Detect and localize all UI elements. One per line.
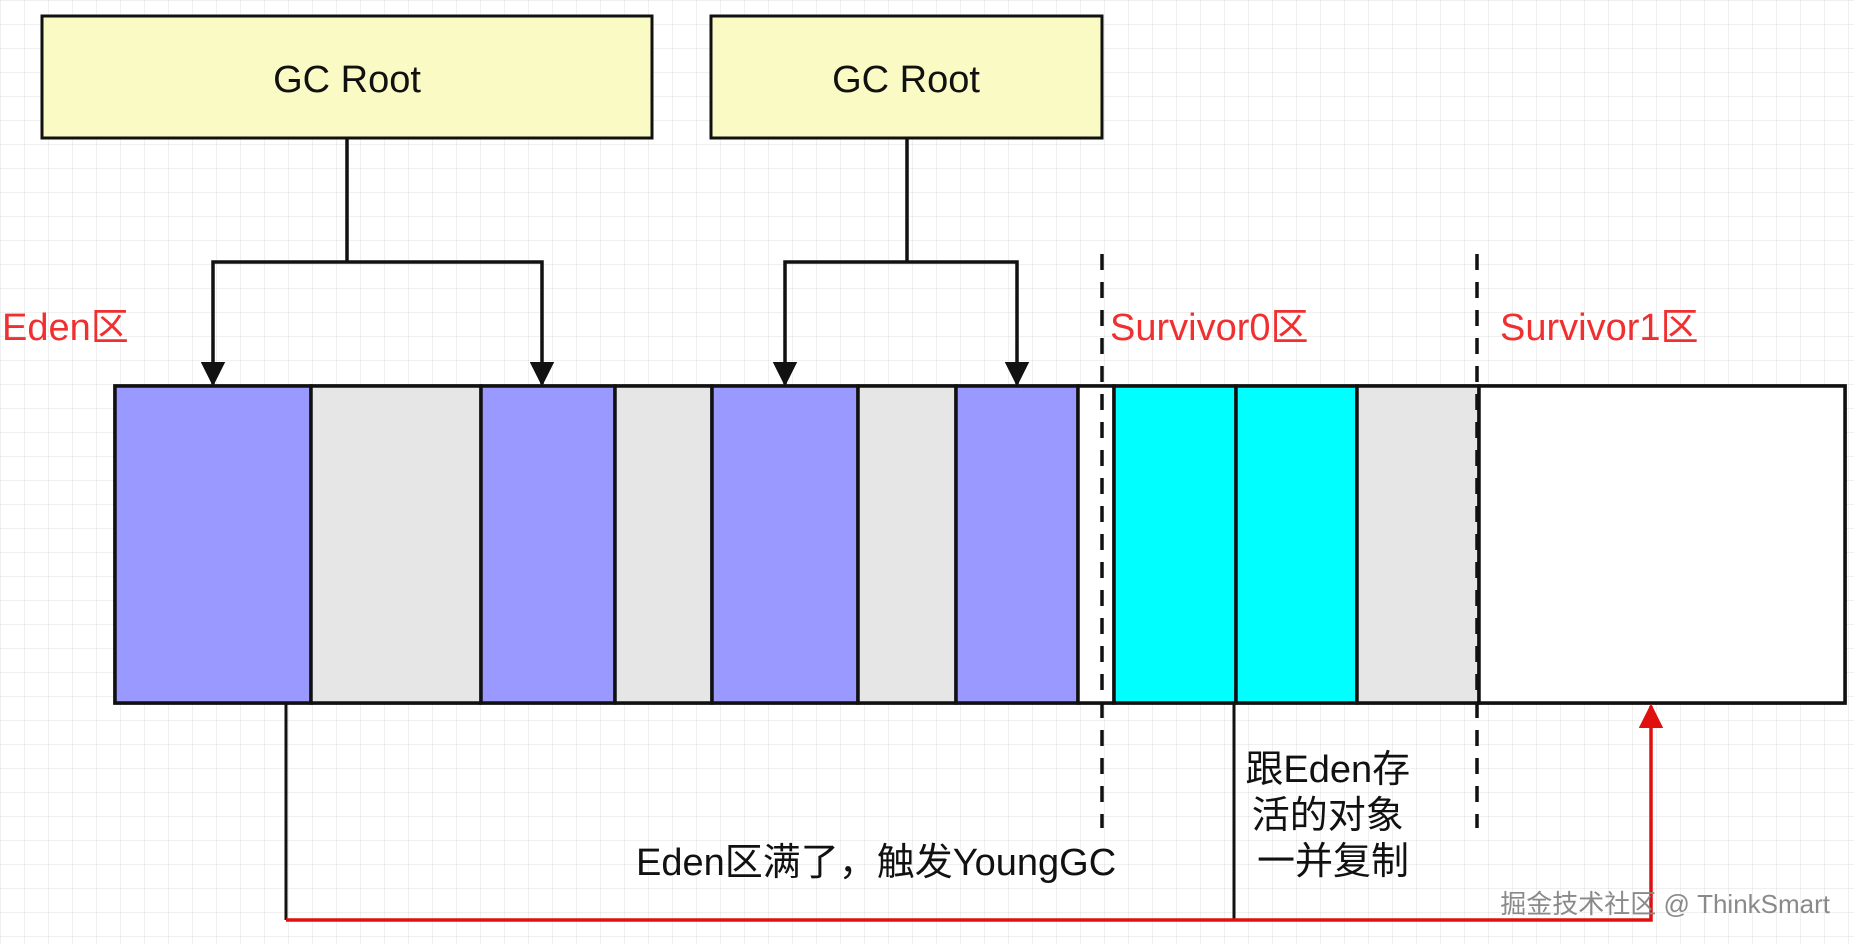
eden-region (113, 384, 1116, 705)
gc-root-label-1: GC Root (273, 59, 421, 101)
watermark: 掘金技术社区 @ ThinkSmart (1500, 889, 1831, 919)
region-separators (1100, 254, 1479, 828)
gc-root-box-2: GC Root (709, 14, 1104, 140)
copy-note-line-3: 一并复制 (1257, 841, 1409, 883)
survivor0-dead-object (1355, 384, 1481, 705)
eden-region-label: Eden区 (2, 307, 129, 349)
gc-root-label-2: GC Root (832, 59, 980, 101)
survivor1-region-label: Survivor1区 (1500, 307, 1699, 349)
eden-live-object (479, 384, 617, 705)
copy-note: 跟Eden存 活的对象 一并复制 (1245, 749, 1420, 883)
eden-free-space (1076, 384, 1116, 705)
survivor0-region (1112, 384, 1481, 705)
copy-note-line-2: 活的对象 (1252, 795, 1404, 837)
reference-arrow (347, 260, 555, 387)
reference-arrow (907, 260, 1030, 387)
gc-root-1-references (200, 138, 555, 387)
reference-arrow (200, 260, 347, 387)
eden-live-object (710, 384, 860, 705)
copy-note-line-1: 跟Eden存 (1245, 749, 1410, 791)
survivor0-object (1112, 384, 1238, 705)
young-gc-trigger-note: Eden区满了，触发YoungGC (636, 842, 1116, 884)
gc-root-box-2-shape (709, 14, 1104, 140)
survivor0-region-label: Survivor0区 (1110, 307, 1309, 349)
eden-live-object (954, 384, 1080, 705)
survivor0-object (1234, 384, 1359, 705)
gc-root-2-references (772, 138, 1030, 387)
eden-dead-object (309, 384, 483, 705)
eden-dead-object (856, 384, 958, 705)
copy-path (284, 703, 1236, 920)
reference-arrow (772, 260, 907, 387)
copy-arrow (286, 703, 1664, 922)
eden-live-object (113, 384, 313, 705)
eden-dead-object (613, 384, 714, 705)
gc-root-box-1: GC Root (40, 14, 654, 140)
survivor1-region (1477, 384, 1847, 705)
